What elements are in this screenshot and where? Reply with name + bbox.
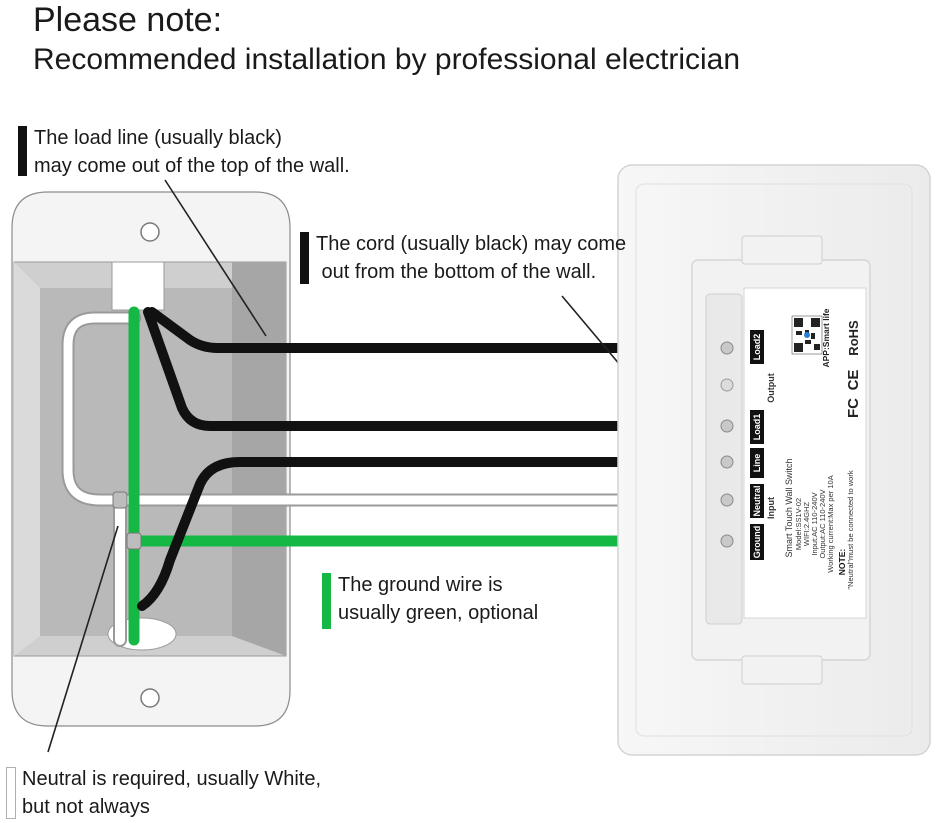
- spec-line: WIFI:2.4GHZ: [802, 501, 811, 546]
- switch-top-tab: [741, 235, 823, 265]
- callout-text: usually green, optional: [338, 602, 539, 624]
- callout-marker-white: [6, 767, 16, 819]
- switch-bottom-tab: [741, 655, 823, 685]
- callout-text: The load line (usually black): [34, 127, 282, 149]
- callout-neutral: Neutral is required, usually White, but …: [6, 765, 322, 821]
- terminal-screw-neutral: [720, 493, 734, 507]
- cert-marks: RoHS CE FC: [845, 320, 862, 418]
- callout-marker-green: [322, 573, 331, 629]
- terminal-screw-load1: [720, 419, 734, 433]
- callout-load-line: The load line (usually black) may come o…: [18, 124, 350, 180]
- ce-mark: CE: [845, 370, 862, 391]
- terminal-label-ground: Ground: [752, 526, 762, 559]
- wall-box-top-knockout: [111, 261, 165, 311]
- callout-text: Neutral is required, usually White,: [22, 768, 322, 790]
- wall-box-screw-hole-top: [140, 222, 160, 242]
- note-label: NOTE:: [837, 549, 847, 576]
- spec-text: Smart Touch Wall Switch Model:SS1V-02 WI…: [784, 458, 855, 589]
- terminal-screw-line: [720, 455, 734, 469]
- wall-box-left-side: [14, 262, 40, 656]
- callout-text: The cord (usually black) may come: [316, 233, 627, 255]
- load1-wire: [143, 307, 732, 431]
- note-text: "Neutral"must be connected to work: [846, 470, 855, 589]
- terminal-screw-ground: [720, 534, 734, 548]
- callout-marker-black: [18, 126, 27, 176]
- terminal-label-neutral: Neutral: [752, 485, 762, 516]
- qr-code: [791, 315, 823, 355]
- input-group-label: Input: [766, 497, 776, 519]
- terminal-screw-spare: [720, 378, 734, 392]
- neutral-pointer: [47, 525, 119, 753]
- callout-marker-black: [300, 232, 309, 284]
- spec-line: Output:AC 110-240V: [818, 489, 827, 558]
- line-wire: [137, 457, 732, 611]
- spec-line: Model:SS1V-02: [794, 498, 803, 550]
- output-group-label: Output: [766, 373, 776, 403]
- neutral-wire: [63, 313, 713, 505]
- terminal-label-load1: Load1: [752, 414, 762, 441]
- app-label: APP:Smart life: [821, 308, 831, 367]
- terminal-labels: Load2 Load1 Line Neutral Ground: [750, 330, 764, 560]
- neutral-connector: [112, 491, 128, 509]
- rohs-mark: RoHS: [846, 320, 861, 356]
- spec-line: Input:AC 110-240V: [810, 492, 819, 555]
- callout-text: out from the bottom of the wall.: [316, 261, 597, 283]
- callout-text: may come out of the top of the wall.: [34, 155, 350, 177]
- smart-switch: Load2 Load1 Line Neutral Ground Output I…: [617, 164, 931, 756]
- callout-ground: The ground wire is usually green, option…: [322, 571, 539, 629]
- page-title: Please note:: [33, 1, 223, 39]
- spec-line: Smart Touch Wall Switch: [784, 458, 794, 557]
- switch-faceplate-inner: [635, 183, 913, 737]
- ground-connector: [126, 532, 142, 550]
- page-subtitle: Recommended installation by professional…: [33, 43, 741, 76]
- wall-box-screw-hole-bottom: [140, 688, 160, 708]
- callout-text: but not always: [22, 796, 150, 818]
- load-pointer: [164, 179, 267, 337]
- terminal-screw-load2: [720, 341, 734, 355]
- fc-mark: FC: [845, 398, 862, 418]
- callout-cord: The cord (usually black) may come out fr…: [300, 230, 627, 286]
- terminal-label-load2: Load2: [752, 334, 762, 361]
- load2-wire: [147, 307, 732, 353]
- terminal-label-line: Line: [752, 454, 762, 473]
- spec-line: Working current:Max per 10A: [826, 475, 835, 572]
- terminal-group-labels: Output Input: [766, 373, 776, 519]
- callout-text: The ground wire is: [338, 574, 503, 596]
